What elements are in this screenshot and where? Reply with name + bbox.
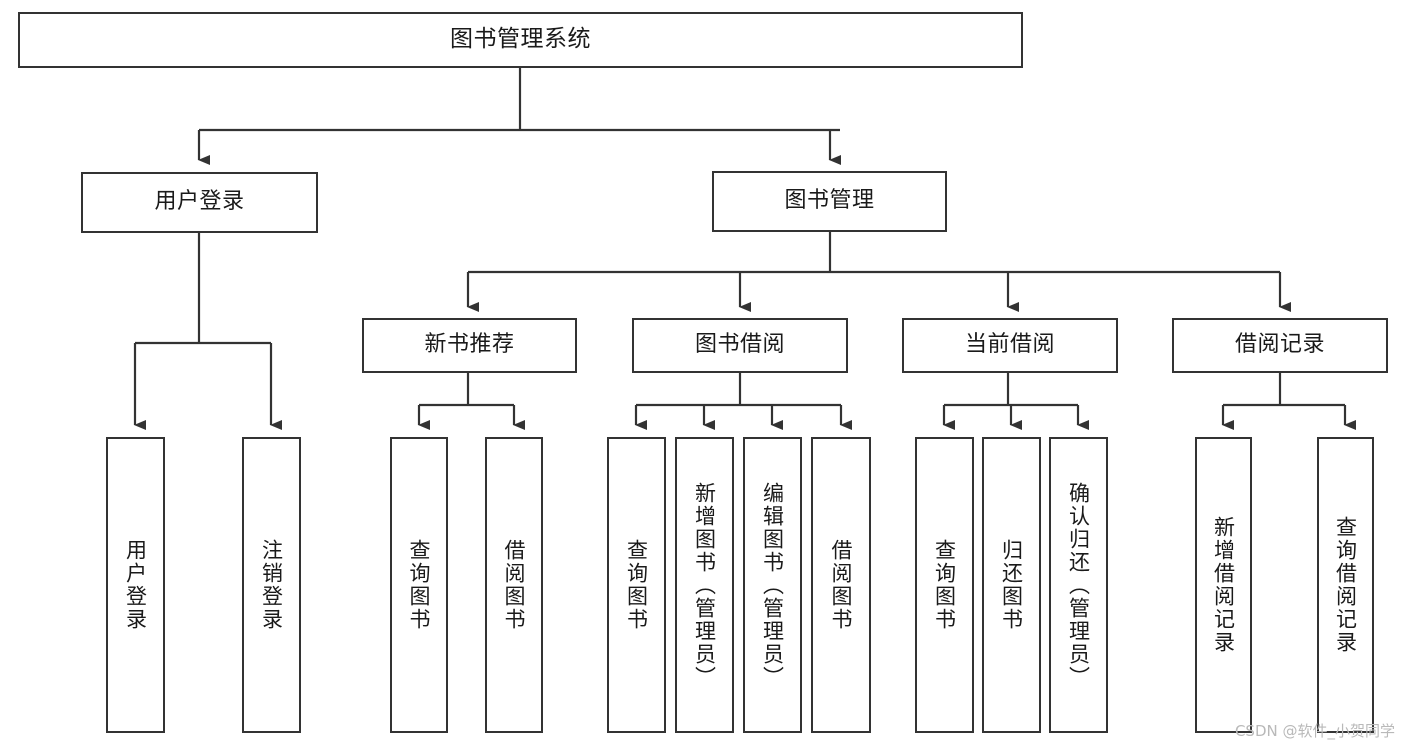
leaf-confirm-return-label: 确认归还（管理员） — [1066, 481, 1091, 689]
csdn-watermark: CSDN @软件_小贺同学 — [1234, 722, 1395, 740]
node-user-login-label: 用户登录 — [154, 189, 245, 215]
leaf-query-book-2[interactable]: 查询图书 — [607, 437, 666, 733]
node-book-borrow-label: 图书借阅 — [694, 332, 785, 358]
node-book-manage[interactable]: 图书管理 — [712, 171, 947, 232]
node-new-book-recommend-label: 新书推荐 — [424, 332, 515, 358]
node-new-book-recommend[interactable]: 新书推荐 — [362, 318, 577, 373]
node-root[interactable]: 图书管理系统 — [18, 12, 1023, 68]
leaf-logout-login[interactable]: 注销登录 — [242, 437, 301, 733]
leaf-query-record-label: 查询借阅记录 — [1333, 516, 1358, 654]
leaf-add-record[interactable]: 新增借阅记录 — [1195, 437, 1252, 733]
node-book-manage-label: 图书管理 — [784, 188, 875, 214]
node-current-borrow[interactable]: 当前借阅 — [902, 318, 1118, 373]
node-borrow-record[interactable]: 借阅记录 — [1172, 318, 1388, 373]
node-root-label: 图书管理系统 — [450, 26, 591, 53]
leaf-query-book-3-label: 查询图书 — [932, 539, 957, 631]
leaf-edit-book-label: 编辑图书（管理员） — [760, 481, 785, 689]
leaf-user-login-label: 用户登录 — [123, 539, 148, 631]
leaf-confirm-return[interactable]: 确认归还（管理员） — [1049, 437, 1108, 733]
leaf-logout-login-label: 注销登录 — [259, 539, 284, 631]
leaf-edit-book[interactable]: 编辑图书（管理员） — [743, 437, 802, 733]
node-book-borrow[interactable]: 图书借阅 — [632, 318, 848, 373]
node-user-login[interactable]: 用户登录 — [81, 172, 318, 233]
leaf-query-book-1[interactable]: 查询图书 — [390, 437, 448, 733]
leaf-query-book-1-label: 查询图书 — [407, 539, 432, 631]
node-borrow-record-label: 借阅记录 — [1234, 332, 1325, 358]
leaf-return-book[interactable]: 归还图书 — [982, 437, 1041, 733]
leaf-user-login[interactable]: 用户登录 — [106, 437, 165, 733]
leaf-add-record-label: 新增借阅记录 — [1211, 516, 1236, 654]
leaf-return-book-label: 归还图书 — [999, 539, 1024, 631]
leaf-borrow-book-2[interactable]: 借阅图书 — [811, 437, 871, 733]
leaf-add-book[interactable]: 新增图书（管理员） — [675, 437, 734, 733]
leaf-add-book-label: 新增图书（管理员） — [692, 481, 717, 689]
leaf-query-book-2-label: 查询图书 — [624, 539, 649, 631]
leaf-borrow-book-1[interactable]: 借阅图书 — [485, 437, 543, 733]
leaf-borrow-book-1-label: 借阅图书 — [502, 539, 527, 631]
leaf-query-book-3[interactable]: 查询图书 — [915, 437, 974, 733]
node-current-borrow-label: 当前借阅 — [964, 332, 1055, 358]
leaf-query-record[interactable]: 查询借阅记录 — [1317, 437, 1374, 733]
leaf-borrow-book-2-label: 借阅图书 — [829, 539, 854, 631]
